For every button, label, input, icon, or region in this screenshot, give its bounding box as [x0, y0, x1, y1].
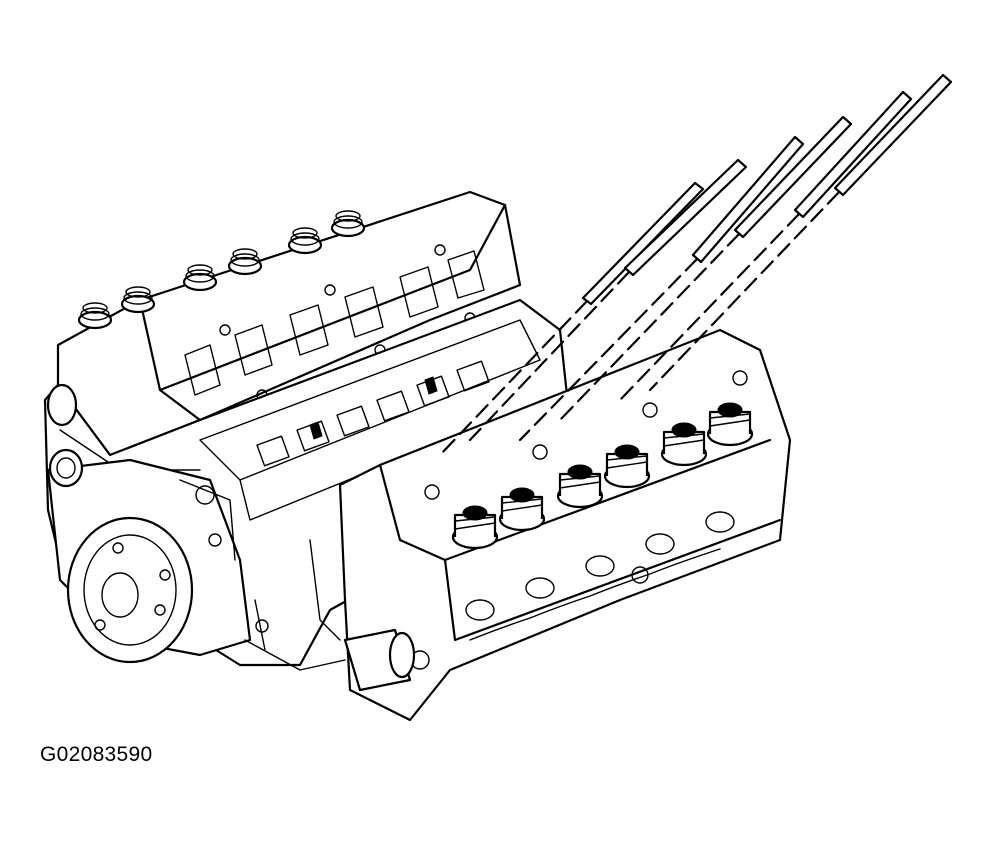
- figure-id-label: G02083590: [40, 743, 153, 766]
- lifter-bores: [256, 360, 490, 467]
- exhaust-ports: [465, 511, 735, 641]
- pushrod: [558, 115, 853, 422]
- lower-block: [244, 539, 346, 671]
- pushrod: [468, 158, 748, 442]
- pushrod: [518, 135, 805, 442]
- pushrod: [438, 181, 705, 457]
- left-cylinder-head: [56, 190, 522, 457]
- left-valve-springs: [77, 210, 366, 330]
- head-ports: [184, 244, 485, 401]
- right-valve-springs: [451, 402, 754, 550]
- pushrods: [438, 73, 953, 457]
- pushrod: [648, 73, 953, 392]
- pushrod: [618, 90, 913, 402]
- front-pulley: [46, 383, 252, 664]
